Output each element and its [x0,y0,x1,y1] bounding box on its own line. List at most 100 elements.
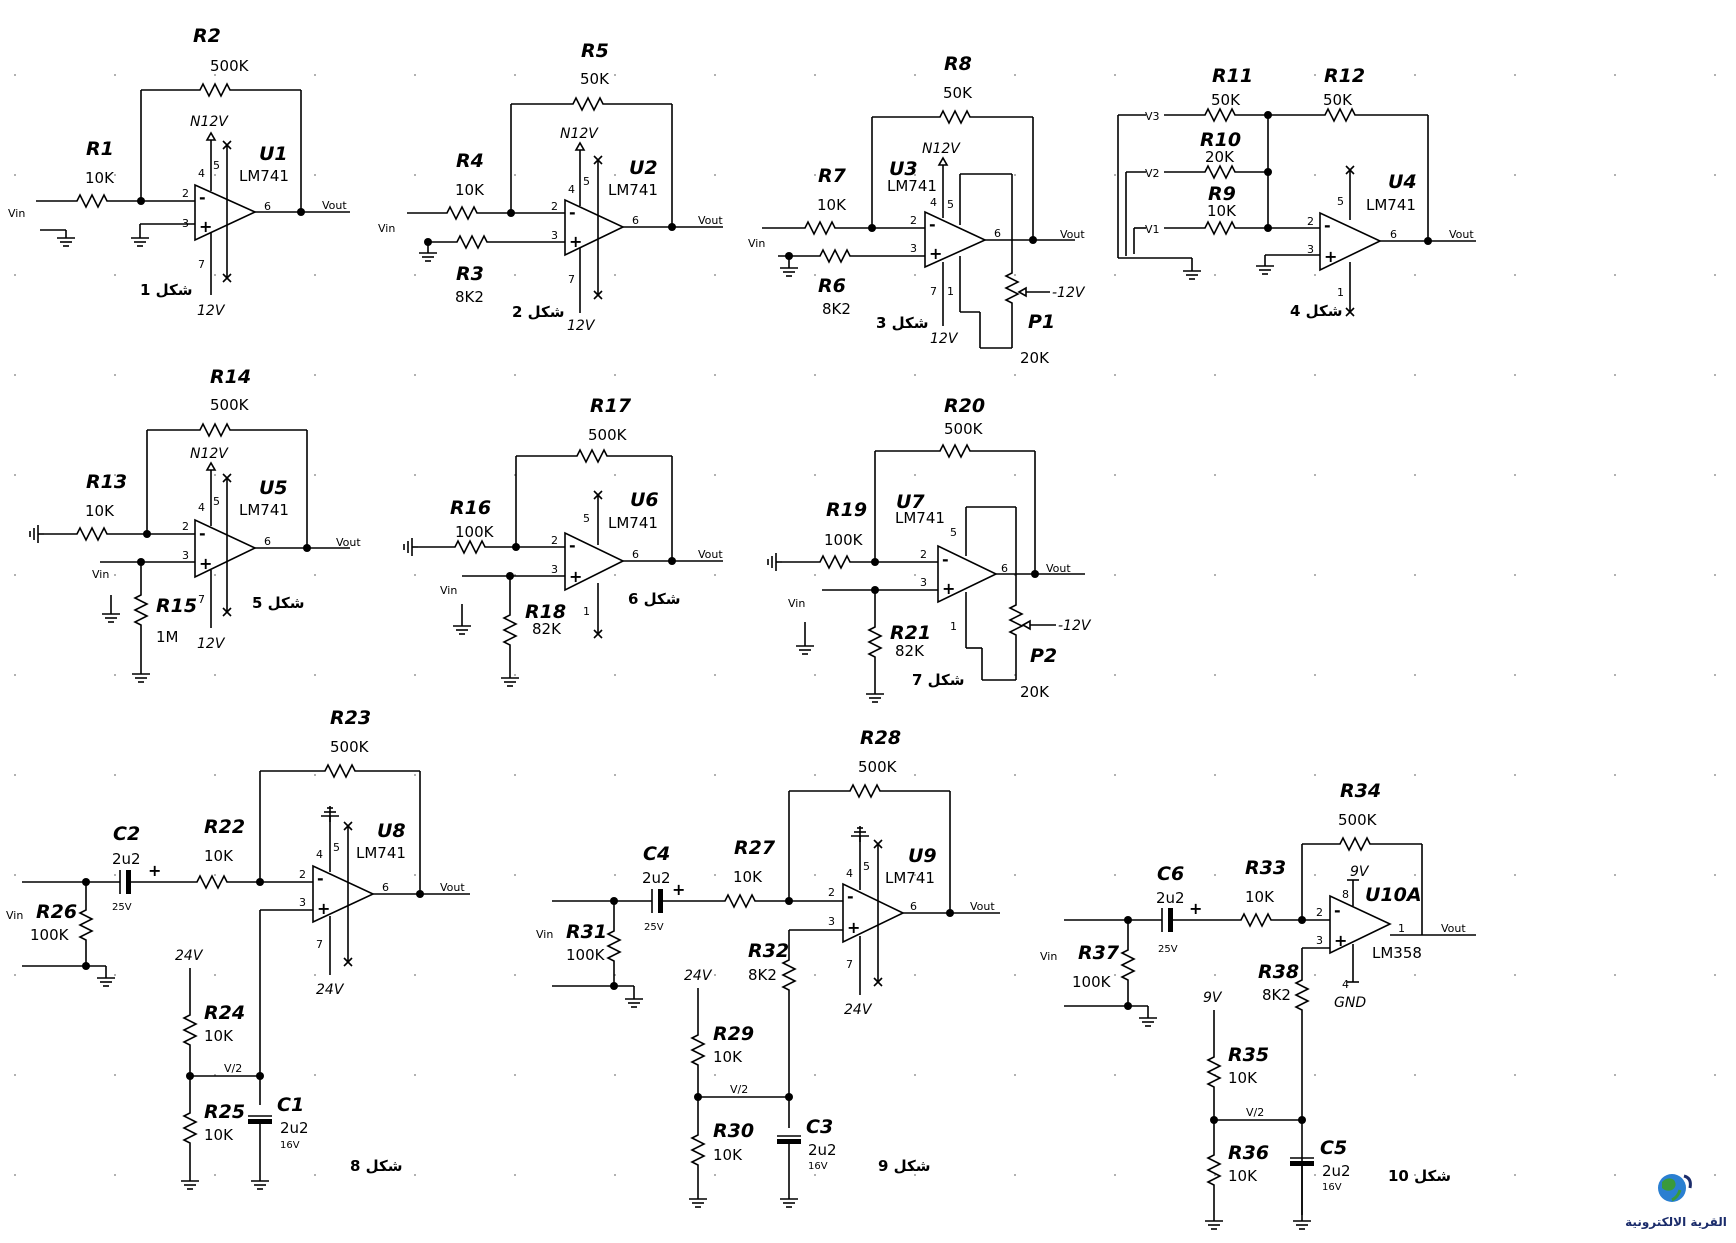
grid-dot [1614,974,1616,976]
svg-text:Vin: Vin [378,222,395,235]
grid-dot [814,874,816,876]
svg-text:9V: 9V [1203,990,1223,1006]
logo-text: القرية الالكترونية [1625,1215,1727,1230]
svg-text:R11: R11 [1212,65,1253,87]
svg-text:2: 2 [182,520,189,533]
svg-text:6: 6 [632,214,639,227]
grid-dot [714,774,716,776]
figure-7-non-inverting-with-offset: - + R20 500K R19 100K R21 82K U7 LM741 -… [767,395,1092,703]
svg-text:Vout: Vout [440,881,465,894]
grid-dot [1414,274,1416,276]
svg-text:LM741: LM741 [239,501,289,519]
grid-dot [614,674,616,676]
grid-dot [614,74,616,76]
grid-dot [1514,674,1516,676]
svg-text:100K: 100K [30,926,70,944]
u1-rail-12: 12V [197,303,226,319]
svg-text:12V: 12V [930,331,959,347]
svg-text:R35: R35 [1228,1044,1269,1066]
grid-dot [214,74,216,76]
r1-value: 10K [85,169,115,187]
svg-text:شكل 7: شكل 7 [912,671,965,689]
grid-dot [514,274,516,276]
svg-text:Vin: Vin [6,909,23,922]
opamp-u7 [937,544,998,604]
svg-text:+: + [569,232,582,251]
grid-dot [1514,574,1516,576]
grid-dot [414,74,416,76]
grid-dot [514,174,516,176]
svg-text:2u2: 2u2 [1156,889,1185,907]
grid-dot [1314,1074,1316,1076]
svg-text:3: 3 [182,217,189,230]
figure-1-caption: شكل 1 [140,281,193,299]
svg-text:شكل 8: شكل 8 [350,1157,403,1175]
opamp-u6 [564,531,625,592]
svg-text:Vin: Vin [1040,950,1057,963]
grid-dot [1714,774,1716,776]
svg-text:R19: R19 [826,499,867,521]
grid-dot [114,174,116,176]
grid-dot [214,774,216,776]
svg-text:9V: 9V [1350,864,1370,880]
grid-dot [414,374,416,376]
svg-text:7: 7 [846,958,853,971]
svg-text:LM741: LM741 [887,177,937,195]
svg-text:R9: R9 [1208,183,1236,205]
svg-text:GND: GND [1334,995,1366,1011]
grid-dot [1414,974,1416,976]
grid-dot [314,374,316,376]
svg-text:-: - [199,524,206,543]
grid-dot [1314,474,1316,476]
svg-text:4: 4 [568,183,575,196]
svg-text:25V: 25V [644,922,664,933]
svg-text:+: + [1189,899,1202,918]
grid-dot [1214,874,1216,876]
r2-value: 500K [210,57,250,75]
grid-dot [714,974,716,976]
grid-dot [1514,774,1516,776]
svg-text:V1: V1 [1145,223,1160,236]
svg-text:-: - [569,203,576,222]
svg-text:R25: R25 [204,1101,245,1123]
grid-dot [1014,474,1016,476]
grid-dot [1614,374,1616,376]
grid-dot [114,74,116,76]
svg-text:R4: R4 [456,150,484,172]
grid-dot [1314,674,1316,676]
grid-dot [1414,174,1416,176]
grid-dot [1214,774,1216,776]
grid-dot [1214,74,1216,76]
grid-dot [914,974,916,976]
svg-text:R26: R26 [36,901,77,923]
grid-dot [114,474,116,476]
svg-text:Vout: Vout [1046,562,1071,575]
svg-text:U9: U9 [908,845,937,867]
svg-text:R24: R24 [204,1002,245,1024]
svg-text:500K: 500K [330,738,370,756]
p1-rail-m12: -12V [1052,285,1086,301]
grid-dot [514,74,516,76]
svg-text:16V: 16V [1322,1182,1342,1193]
grid-dot [514,1174,516,1176]
svg-text:20K: 20K [1020,349,1050,367]
grid-dot [814,974,816,976]
svg-text:R30: R30 [713,1120,754,1142]
grid-dot [1114,1174,1116,1176]
svg-text:Vout: Vout [1441,922,1466,935]
r2-label: R2 [193,25,221,47]
grid-dot [414,174,416,176]
grid-dot [214,274,216,276]
grid-dot [314,674,316,676]
grid-dot [714,674,716,676]
opamp-u8 [312,864,375,924]
svg-text:12V: 12V [197,636,226,652]
grid-dot [314,74,316,76]
grid-dot [1614,1174,1616,1176]
grid-dot [814,574,816,576]
grid-dot [914,374,916,376]
svg-text:شكل 3: شكل 3 [876,314,929,332]
grid-dot [1014,1174,1016,1176]
grid-dot [514,874,516,876]
svg-text:+: + [1324,247,1337,266]
